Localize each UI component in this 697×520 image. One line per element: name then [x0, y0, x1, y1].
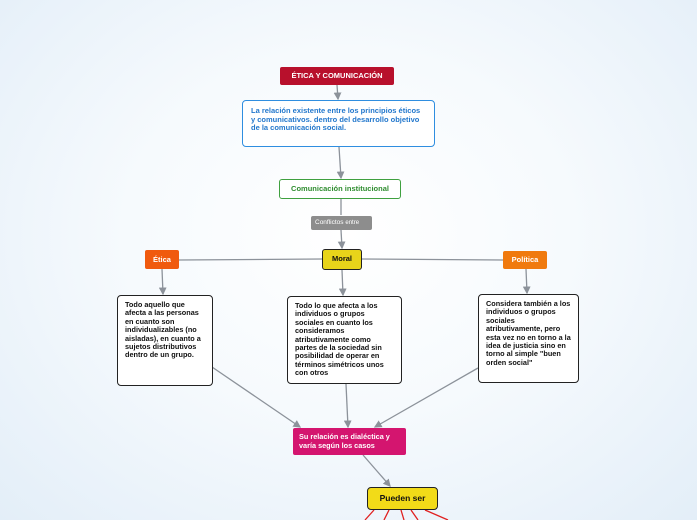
- intro-node[interactable]: La relación existente entre los principi…: [242, 100, 435, 147]
- link-etica-desc-dialectica: [211, 366, 302, 428]
- dialectica-node[interactable]: Su relación es dialéctica y varía según …: [293, 428, 406, 455]
- politica-description-node[interactable]: Considera también a los individuos o gru…: [478, 294, 579, 383]
- topic-etica-y-comunicacion[interactable]: ÉTICA Y COMUNICACIÓN: [280, 67, 394, 85]
- red-branch-lines: [364, 509, 449, 520]
- link-dialectica-pueden: [362, 454, 391, 487]
- moral-node[interactable]: Moral: [322, 249, 362, 270]
- link-moral-etica: [178, 258, 323, 261]
- etica-node[interactable]: Ética: [145, 250, 179, 269]
- link-politica-desc: [522, 268, 531, 295]
- pueden-ser-node[interactable]: Pueden ser: [367, 487, 438, 510]
- moral-description-node[interactable]: Todo lo que afecta a los individuos o gr…: [287, 296, 402, 384]
- politica-node[interactable]: Política: [503, 251, 547, 269]
- comunicacion-institucional-node[interactable]: Comunicación institucional: [279, 179, 401, 199]
- link-conflictos-moral: [337, 229, 346, 250]
- link-etica-desc: [158, 268, 167, 296]
- conflictos-node[interactable]: Conflictos entre: [311, 216, 372, 230]
- link-title-intro: [333, 84, 342, 101]
- link-moral-desc-dialectica: [343, 383, 352, 429]
- conflictos-sub-label: entre: [345, 220, 360, 226]
- link-moral-desc: [338, 269, 347, 297]
- link-intro-institucional: [336, 146, 345, 180]
- etica-description-node[interactable]: Todo aquello que afecta a las personas e…: [117, 295, 213, 386]
- link-politica-desc-dialectica: [373, 367, 479, 428]
- link-moral-politica: [361, 258, 504, 261]
- conflictos-label: Conflictos: [315, 219, 344, 226]
